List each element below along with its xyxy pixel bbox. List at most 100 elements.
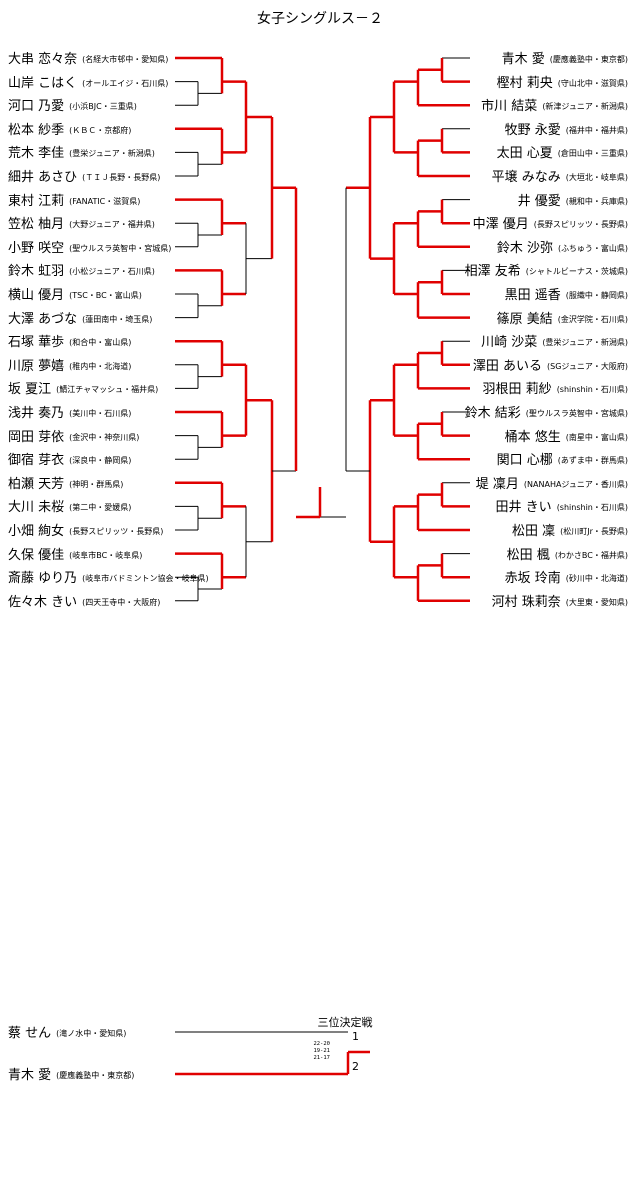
player-team: (豊栄ジュニア・新潟県) bbox=[69, 149, 155, 159]
player-entry: 小畑 絢女(長野スピリッツ・長野県) bbox=[8, 520, 163, 540]
player-team: (滝ノ水中・愛知県) bbox=[56, 1029, 127, 1038]
player-entry: 桶本 悠生(南星中・富山県) bbox=[505, 426, 628, 446]
player-name: 相澤 友希 bbox=[464, 264, 521, 280]
player-name: 桶本 悠生 bbox=[504, 429, 561, 445]
player-name: 赤坂 玲南 bbox=[504, 571, 561, 587]
player-entry: 青木 愛 (慶應義塾中・東京都) bbox=[8, 1064, 134, 1084]
player-entry: 荒木 李佳 (豊栄ジュニア・新潟県) bbox=[8, 142, 155, 162]
player-name: 佐々木 きい bbox=[8, 594, 78, 610]
player-name: 青木 愛 bbox=[8, 1068, 52, 1083]
player-entry: 太田 心夏(倉田山中・三重県) bbox=[497, 142, 628, 162]
player-name: 荒木 李佳 bbox=[8, 146, 65, 162]
player-team: (鯖江チャマッシュ・福井県) bbox=[56, 385, 159, 395]
player-entry: 斎藤 ゆり乃(岐阜市バドミントン協会・岐阜県) bbox=[8, 567, 209, 587]
player-team: (親和中・兵庫県) bbox=[565, 196, 628, 206]
player-team: (神明・群馬県) bbox=[69, 479, 124, 489]
player-entry: 浅井 奏乃(美川中・石川県) bbox=[8, 402, 131, 422]
player-entry: 澤田 あいる (SGジュニア・大阪府) bbox=[473, 355, 628, 375]
player-team: (深良中・静岡県) bbox=[69, 456, 132, 466]
player-name: 蔡 せん bbox=[8, 1026, 52, 1041]
player-team: (金沢学院・石川県) bbox=[557, 314, 628, 324]
player-entry: 小野 咲空(聖ウルスラ英智中・宮城県) bbox=[8, 237, 171, 257]
player-team: (シャトルビーナス・茨城県) bbox=[525, 267, 628, 277]
page-title: 女子シングルス－２ bbox=[257, 11, 383, 27]
player-team: (大野ジュニア・福井県) bbox=[69, 220, 155, 230]
player-entry: 赤坂 玲南 (砂川中・北海道) bbox=[505, 567, 628, 587]
player-team: (慶應義塾中・東京都) bbox=[56, 1071, 135, 1080]
player-entry: 牧野 永愛(福井中・福井県) bbox=[505, 119, 628, 139]
player-name: 樫村 莉央 bbox=[496, 75, 553, 91]
player-team: (岐阜市バドミントン協会・岐阜県) bbox=[82, 574, 209, 584]
player-team: (稚内中・北海道) bbox=[69, 361, 132, 371]
player-name: 中澤 優月 bbox=[472, 217, 529, 233]
player-name: 澤田 あいる bbox=[472, 358, 543, 374]
player-name: 川原 夢嬉 bbox=[8, 358, 65, 374]
player-entry: 関口 心梛(あずま中・群馬県) bbox=[497, 449, 628, 469]
player-entry: 松本 紗季 (ＫＢＣ・京都府) bbox=[8, 119, 131, 139]
player-name: 小野 咲空 bbox=[8, 240, 65, 256]
player-entry: 相澤 友希 (シャトルビーナス・茨城県) bbox=[465, 260, 628, 280]
player-entry: 黒田 遥香(服織中・静岡県) bbox=[505, 284, 628, 304]
player-name: 篠原 美結 bbox=[496, 311, 553, 327]
player-team: (shinshin・石川県) bbox=[556, 503, 628, 513]
player-entry: 鈴木 結彩(聖ウルスラ英智中・宮城県) bbox=[465, 402, 628, 422]
player-team: (守山北中・滋賀県) bbox=[557, 78, 628, 88]
player-team: (ＫＢＣ・京都府) bbox=[69, 125, 132, 135]
player-entry: 蔡 せん (滝ノ水中・愛知県) bbox=[8, 1022, 126, 1042]
player-entry: 堤 凜月(NANAHAジュニア・香川県) bbox=[476, 473, 628, 493]
player-team: (名経大市邨中・愛知県) bbox=[82, 55, 169, 64]
player-team: (小松ジュニア・石川県) bbox=[69, 267, 155, 277]
player-name: 鈴木 結彩 bbox=[464, 406, 521, 421]
player-team: (金沢中・神奈川県) bbox=[69, 432, 140, 442]
player-name: 東村 江莉 bbox=[8, 193, 65, 209]
player-entry: 井 優愛 (親和中・兵庫県) bbox=[518, 190, 628, 210]
player-entry: 大澤 あづな(蓮田南中・埼玉県) bbox=[8, 308, 152, 328]
player-name: 岡田 芽依 bbox=[8, 429, 65, 445]
player-entry: 大川 未桜 (第二中・愛媛県) bbox=[8, 496, 131, 516]
player-name: 浅井 奏乃 bbox=[8, 406, 65, 421]
player-entry: 松田 楓(わかさBC・福井県) bbox=[507, 544, 628, 564]
player-entry: 青木 愛(慶應義塾中・東京都) bbox=[502, 48, 628, 68]
player-team: (慶應義塾中・東京都) bbox=[549, 55, 628, 64]
third-place-score: 19-21 bbox=[313, 1048, 330, 1054]
player-name: 石塚 華歩 bbox=[8, 335, 65, 351]
third-place-score: 22-20 bbox=[313, 1041, 330, 1047]
player-team: (四天王寺中・大阪府) bbox=[82, 597, 161, 607]
player-team: (砂川中・北海道) bbox=[565, 574, 628, 584]
player-entry: 柏瀬 天芳(神明・群馬県) bbox=[8, 473, 123, 493]
player-name: 鈴木 沙弥 bbox=[496, 240, 553, 256]
player-team: (FANATIC・滋賀県) bbox=[69, 196, 141, 206]
player-name: 御宿 芽衣 bbox=[8, 453, 65, 469]
player-name: 松田 凜 bbox=[511, 524, 556, 539]
player-team: (新津ジュニア・新潟県) bbox=[542, 102, 628, 112]
player-entry: 山岸 こはく(オールエイジ・石川県) bbox=[8, 72, 168, 92]
player-entry: 坂 夏江(鯖江チャマッシュ・福井県) bbox=[8, 378, 158, 398]
player-name: 井 優愛 bbox=[517, 193, 561, 209]
player-team: (小浜BJC・三重県) bbox=[69, 102, 137, 112]
player-team: (大里東・愛知県) bbox=[565, 597, 628, 607]
player-name: 河口 乃愛 bbox=[8, 99, 65, 115]
player-entry: 鈴木 虹羽(小松ジュニア・石川県) bbox=[8, 260, 155, 280]
player-entry: 河村 珠莉奈(大里東・愛知県) bbox=[492, 591, 628, 611]
player-entry: 東村 江莉 (FANATIC・滋賀県) bbox=[8, 190, 140, 210]
player-entry: 樫村 莉央 (守山北中・滋賀県) bbox=[497, 72, 628, 92]
player-team: (大垣北・岐阜県) bbox=[565, 173, 628, 182]
player-name: 大串 恋々奈 bbox=[8, 52, 78, 67]
player-entry: 久保 優佳(岐阜市BC・岐阜県) bbox=[8, 544, 142, 564]
player-name: 関口 心梛 bbox=[496, 453, 553, 469]
player-name: 大川 未桜 bbox=[8, 500, 65, 516]
player-team: (NANAHAジュニア・香川県) bbox=[523, 479, 628, 489]
player-team: (わかさBC・福井県) bbox=[554, 550, 628, 560]
player-entry: 河口 乃愛 (小浜BJC・三重県) bbox=[8, 95, 137, 115]
player-team: (SGジュニア・大阪府) bbox=[547, 361, 628, 371]
player-team: (豊栄ジュニア・新潟県) bbox=[542, 338, 628, 348]
player-team: (松川町Jr・長野県) bbox=[560, 527, 628, 536]
player-team: (第二中・愛媛県) bbox=[69, 503, 132, 513]
player-team: (福井中・福井県) bbox=[565, 125, 628, 135]
player-team: (倉田山中・三重県) bbox=[557, 149, 628, 159]
player-team: (和合中・富山県) bbox=[69, 338, 132, 348]
player-name: 松本 紗季 bbox=[8, 122, 65, 138]
player-entry: 岡田 芽依 (金沢中・神奈川県) bbox=[8, 426, 139, 446]
player-team: (オールエイジ・石川県) bbox=[82, 78, 169, 88]
